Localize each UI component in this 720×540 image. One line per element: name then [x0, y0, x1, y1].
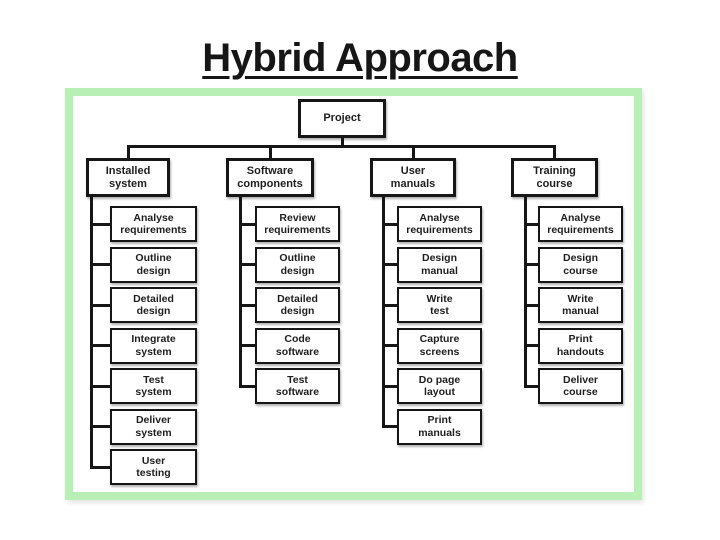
task-box: Review requirements	[255, 206, 340, 242]
branch-box: Software components	[226, 158, 314, 197]
connector-line	[523, 222, 538, 226]
task-box: Do page layout	[397, 368, 482, 404]
task-box: Write test	[397, 287, 482, 323]
connector-line	[381, 196, 385, 428]
connector-line	[381, 303, 397, 307]
connector-line	[89, 196, 93, 469]
connector-line	[381, 263, 397, 266]
connector-line	[238, 263, 255, 266]
connector-line	[381, 344, 397, 347]
branch-box: User manuals	[370, 158, 456, 197]
task-box: Code software	[255, 327, 340, 364]
connector-line	[381, 384, 397, 388]
connector-line	[238, 196, 242, 388]
connector-line	[523, 384, 538, 388]
connector-line	[89, 303, 110, 307]
connector-line	[238, 303, 255, 307]
connector-line	[523, 263, 538, 266]
connector-line	[523, 196, 527, 388]
task-box: Design course	[538, 246, 623, 283]
project-box: Project	[298, 99, 386, 138]
task-box: Detailed design	[255, 287, 340, 323]
task-box: Deliver course	[538, 368, 623, 404]
task-box: Outline design	[255, 246, 340, 283]
connector-line	[89, 263, 110, 266]
connector-line	[127, 145, 556, 148]
connector-line	[411, 147, 415, 158]
task-box: Detailed design	[110, 287, 197, 323]
connector-line	[89, 384, 110, 388]
connector-line	[523, 303, 538, 307]
task-box: Print handouts	[538, 327, 623, 364]
connector-line	[89, 425, 110, 428]
connector-line	[381, 425, 397, 428]
task-box: User testing	[110, 449, 197, 485]
task-box: Analyse requirements	[110, 206, 197, 242]
connector-line	[126, 147, 130, 158]
task-box: Design manual	[397, 246, 482, 283]
task-box: Write manual	[538, 287, 623, 323]
connector-line	[238, 222, 255, 226]
task-box: Capture screens	[397, 327, 482, 364]
task-box: Analyse requirements	[538, 206, 623, 242]
connector-line	[89, 222, 110, 226]
task-box: Outline design	[110, 246, 197, 283]
connector-line	[381, 222, 397, 226]
branch-box: Installed system	[86, 158, 170, 197]
task-box: Test system	[110, 368, 197, 404]
connector-line	[523, 344, 538, 347]
connector-line	[340, 136, 344, 146]
branch-box: Training course	[511, 158, 598, 197]
task-box: Test software	[255, 368, 340, 404]
connector-line	[89, 465, 110, 469]
connector-line	[238, 344, 255, 347]
slide-title: Hybrid Approach	[202, 36, 518, 80]
task-box: Analyse requirements	[397, 206, 482, 242]
connector-line	[238, 384, 255, 388]
connector-line	[553, 147, 556, 158]
connector-line	[268, 147, 272, 158]
connector-line	[89, 344, 110, 347]
task-box: Print manuals	[397, 408, 482, 445]
task-box: Integrate system	[110, 327, 197, 364]
task-box: Deliver system	[110, 408, 197, 445]
